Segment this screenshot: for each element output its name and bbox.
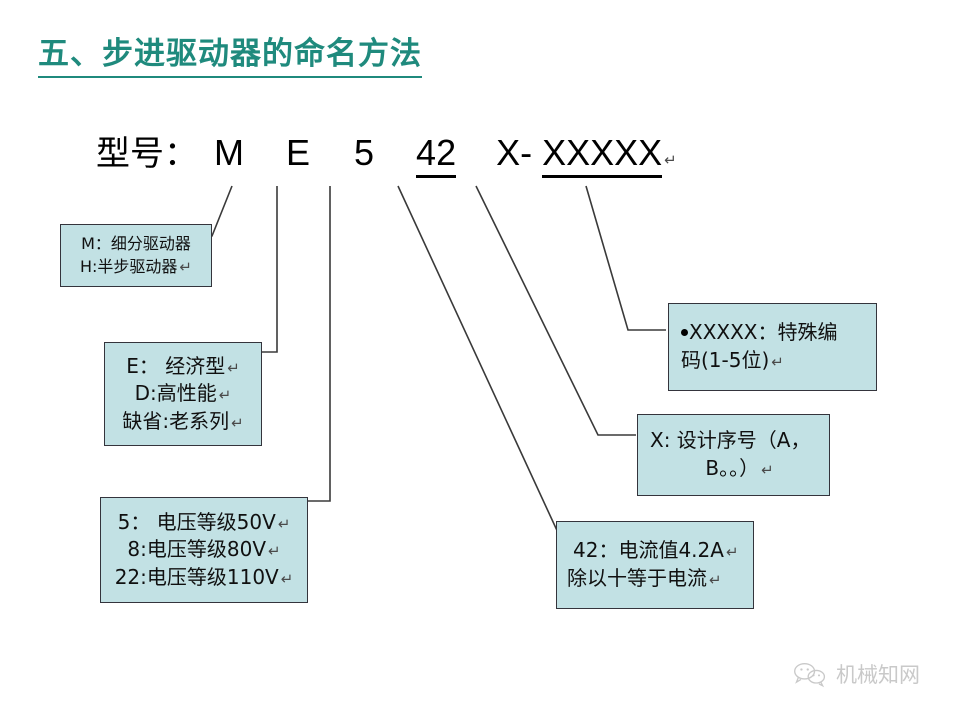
special-code-box: XXXXX：特殊编 码(1-5位)↵ bbox=[668, 303, 877, 391]
grade-code-line-3: 缺省:老系列↵ bbox=[113, 408, 253, 436]
paragraph-mark-icon: ↵ bbox=[218, 386, 232, 405]
series-code-line-1: M：细分驱动器 bbox=[81, 234, 191, 254]
model-segment-voltage: 5 bbox=[354, 132, 375, 173]
paragraph-mark-icon: ↵ bbox=[277, 514, 291, 533]
paragraph-mark-icon: ↵ bbox=[709, 571, 722, 589]
grade-code-line-3-text: 缺省:老系列 bbox=[122, 408, 230, 433]
wechat-icon bbox=[794, 662, 826, 688]
paragraph-mark-icon: ↵ bbox=[280, 569, 294, 588]
model-segment-special: XXXXX bbox=[542, 132, 663, 178]
leader-design bbox=[475, 185, 636, 436]
paragraph-mark-icon: ↵ bbox=[761, 461, 774, 479]
current-value-line-2: 除以十等于电流↵ bbox=[567, 565, 743, 593]
paragraph-mark-icon: ↵ bbox=[227, 358, 240, 377]
leader-grade bbox=[258, 186, 278, 353]
grade-code-line-1-text: E： 经济型 bbox=[126, 353, 226, 378]
series-code-box: M：细分驱动器 H:半步驱动器↵ bbox=[60, 224, 212, 287]
paragraph-mark-icon: ↵ bbox=[231, 413, 244, 432]
design-serial-line-1: X: 设计序号（A， bbox=[650, 428, 811, 453]
voltage-code-line-2-text: 8:电压等级80V bbox=[127, 537, 266, 562]
current-value-line-2-text: 除以十等于电流 bbox=[567, 566, 707, 590]
model-segment-current: 42 bbox=[416, 132, 457, 178]
paragraph-mark-icon: ↵ bbox=[771, 353, 784, 371]
current-value-line-1: 42：电流值4.2A↵ bbox=[567, 537, 743, 565]
model-segment-series: M bbox=[214, 132, 244, 173]
bullet-icon bbox=[681, 328, 688, 336]
voltage-code-line-3: 22:电压等级110V↵ bbox=[107, 564, 301, 592]
paragraph-mark-icon: ↵ bbox=[179, 257, 192, 276]
special-code-line-2-text: 码(1-5位) bbox=[681, 348, 770, 372]
voltage-code-box: 5： 电压等级50V↵ 8:电压等级80V↵ 22:电压等级110V↵ bbox=[100, 497, 308, 603]
watermark-text: 机械知网 bbox=[836, 663, 920, 687]
series-code-line-2: H:半步驱动器↵ bbox=[67, 256, 205, 278]
paragraph-mark-icon: ↵ bbox=[268, 542, 281, 561]
paragraph-mark-icon: ↵ bbox=[664, 152, 677, 169]
leader-voltage bbox=[306, 186, 331, 502]
voltage-code-line-1: 5： 电压等级50V↵ bbox=[107, 509, 301, 537]
voltage-code-line-3-text: 22:电压等级110V bbox=[114, 564, 279, 589]
design-serial-box: X: 设计序号（A， B。。）↵ bbox=[637, 414, 830, 496]
grade-code-box: E： 经济型↵ D:高性能↵ 缺省:老系列↵ bbox=[104, 342, 262, 446]
special-code-line-1-text: XXXXX：特殊编 bbox=[689, 320, 838, 345]
model-segment-grade: E bbox=[286, 132, 311, 173]
grade-code-line-2-text: D:高性能 bbox=[134, 381, 217, 406]
paragraph-mark-icon: ↵ bbox=[725, 543, 739, 562]
page-title: 五、步进驱动器的命名方法 bbox=[38, 36, 422, 78]
design-serial-line-2-text: B。。） bbox=[705, 456, 760, 480]
voltage-code-line-1-text: 5： 电压等级50V bbox=[117, 509, 276, 534]
model-number-line: 型号： M E 5 42 X- XXXXX ↵ bbox=[96, 126, 677, 178]
watermark: 机械知网 bbox=[792, 659, 920, 689]
special-code-line-2: 码(1-5位)↵ bbox=[681, 347, 864, 375]
model-segment-design: X- bbox=[496, 132, 533, 173]
model-label: 型号： bbox=[96, 134, 198, 174]
special-code-line-1: XXXXX：特殊编 bbox=[681, 319, 864, 347]
leader-special bbox=[585, 185, 666, 331]
current-value-box: 42：电流值4.2A↵ 除以十等于电流↵ bbox=[556, 521, 754, 609]
grade-code-line-2: D:高性能↵ bbox=[113, 380, 253, 408]
series-code-line-2-text: H:半步驱动器 bbox=[79, 256, 178, 276]
grade-code-line-1: E： 经济型↵ bbox=[113, 353, 253, 381]
design-serial-line-2: B。。）↵ bbox=[650, 455, 817, 483]
current-value-line-1-text: 42：电流值4.2A bbox=[573, 538, 724, 563]
voltage-code-line-2: 8:电压等级80V↵ bbox=[107, 536, 301, 564]
